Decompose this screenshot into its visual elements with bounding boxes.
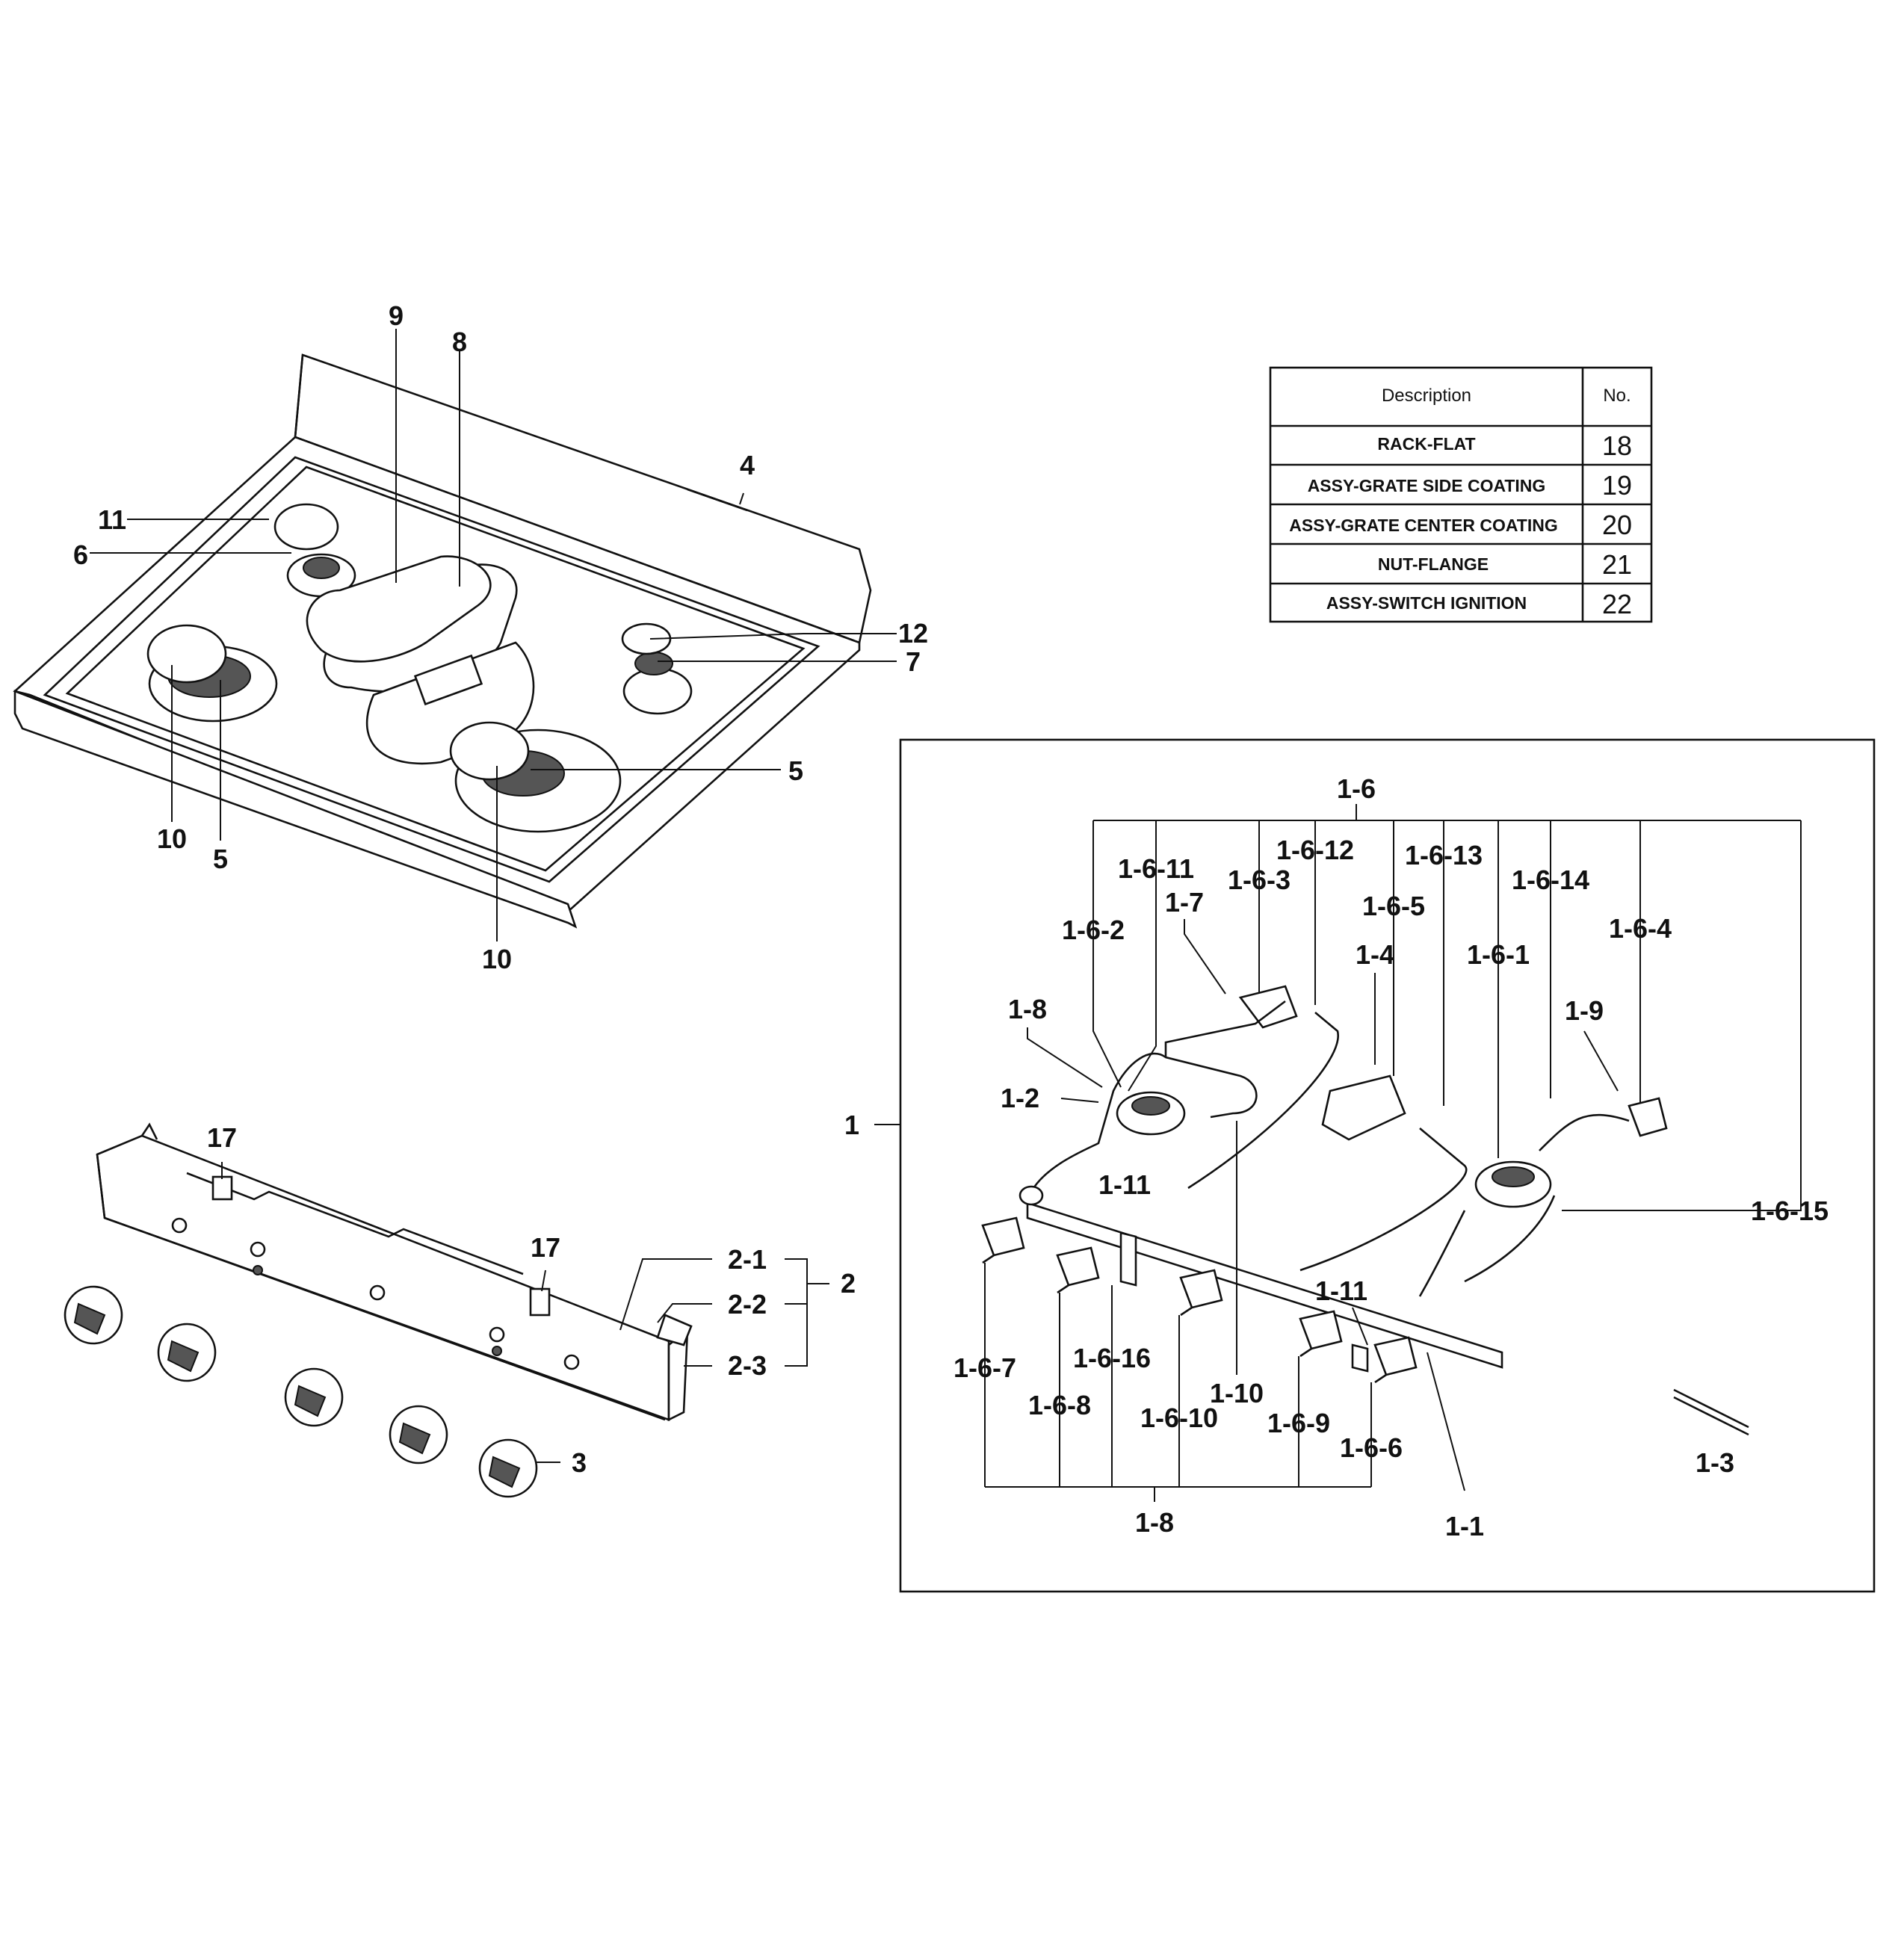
table-row-description: RACK-FLAT	[1377, 434, 1475, 454]
callout-1-6-16: 1-6-16	[1073, 1343, 1151, 1373]
callout-6: 6	[73, 539, 88, 570]
callout-1-10: 1-10	[1210, 1378, 1264, 1408]
callout-5-left: 5	[213, 844, 228, 874]
callout-1-6-1: 1-6-1	[1467, 939, 1530, 970]
callout-11: 11	[98, 504, 126, 535]
burner-cup-left	[1116, 1091, 1186, 1136]
callout-1-6-14: 1-6-14	[1512, 865, 1589, 895]
knob-4	[389, 1405, 448, 1465]
callout-1-6-15: 1-6-15	[1751, 1196, 1829, 1226]
parts-table: Description No. RACK-FLAT 18 ASSY-GRATE …	[1269, 366, 1653, 623]
cooktop-drawing	[13, 329, 897, 941]
callout-1-6-5: 1-6-5	[1362, 891, 1425, 921]
callout-5-right: 5	[788, 755, 803, 786]
burner-cup-right	[1474, 1160, 1552, 1208]
callout-1: 1	[844, 1110, 859, 1140]
callout-1-6-3: 1-6-3	[1228, 865, 1291, 895]
callout-1-6-10: 1-6-10	[1140, 1402, 1218, 1433]
valve-callouts: 1-6 1-6-11 1-6-12 1-6-13 1-6-3 1-6-14 1-…	[844, 773, 1829, 1541]
panel-callouts: 17 17 2-1 2-2 2-3 2 3	[207, 1122, 856, 1478]
callout-1-11-left: 1-11	[1098, 1169, 1151, 1200]
callout-9: 9	[389, 300, 404, 331]
callout-1-8-bottom: 1-8	[1135, 1507, 1174, 1538]
callout-2: 2	[841, 1268, 856, 1299]
callout-1-2: 1-2	[1001, 1083, 1039, 1113]
knob-2	[157, 1323, 217, 1382]
callout-2-1: 2-1	[728, 1244, 767, 1275]
table-row-description: ASSY-GRATE CENTER COATING	[1289, 516, 1558, 535]
callout-17-right: 17	[531, 1232, 560, 1263]
manifold-valve	[1056, 1246, 1100, 1294]
callout-1-6-7: 1-6-7	[953, 1352, 1016, 1383]
callout-8: 8	[452, 327, 467, 357]
table-row-description: ASSY-GRATE SIDE COATING	[1308, 476, 1546, 495]
callout-1-6-9: 1-6-9	[1267, 1408, 1330, 1438]
callout-3: 3	[572, 1447, 587, 1478]
callout-1-6-4: 1-6-4	[1609, 913, 1672, 944]
burner-left-rear	[273, 503, 356, 598]
callout-1-1: 1-1	[1445, 1511, 1484, 1541]
manifold-valve	[1179, 1269, 1223, 1317]
callout-17-left: 17	[207, 1122, 237, 1153]
control-panel-drawing	[64, 1122, 829, 1498]
callout-1-3: 1-3	[1696, 1447, 1734, 1478]
callout-1-6-12: 1-6-12	[1276, 835, 1354, 865]
callout-10-left: 10	[157, 823, 187, 854]
valve-assembly-drawing	[874, 804, 1802, 1502]
knob-1	[64, 1285, 123, 1345]
callout-1-8-top: 1-8	[1008, 994, 1047, 1024]
callout-1-6: 1-6	[1337, 773, 1376, 804]
callout-1-7: 1-7	[1165, 887, 1204, 918]
callout-1-6-13: 1-6-13	[1405, 840, 1483, 870]
callout-2-2: 2-2	[728, 1289, 767, 1320]
cooktop-callouts: 9 8 4 11 6 12 7 5 10 5 10	[73, 300, 928, 974]
burner-right-rear	[621, 622, 693, 715]
callout-7: 7	[906, 646, 921, 677]
table-row-description: NUT-FLANGE	[1378, 554, 1489, 574]
table-row-no: 20	[1602, 510, 1632, 540]
callout-4: 4	[740, 450, 755, 480]
callout-1-6-8: 1-6-8	[1028, 1390, 1091, 1420]
table-header-no: No.	[1603, 386, 1631, 406]
table-row-no: 19	[1602, 470, 1632, 501]
burner-left-front	[146, 624, 278, 723]
manifold-valve	[1373, 1336, 1418, 1384]
callout-1-11-right: 1-11	[1315, 1275, 1367, 1306]
callout-2-3: 2-3	[728, 1350, 767, 1381]
callout-10-bottom: 10	[482, 944, 512, 974]
table-row-no: 18	[1602, 430, 1632, 461]
table-row-description: ASSY-SWITCH IGNITION	[1326, 593, 1527, 613]
callout-1-6-11: 1-6-11	[1118, 853, 1194, 884]
table-header-description: Description	[1382, 386, 1471, 406]
table-row-no: 22	[1602, 589, 1632, 619]
manifold-valve	[1299, 1310, 1343, 1358]
manifold-valve	[981, 1216, 1025, 1264]
callout-1-4: 1-4	[1356, 939, 1394, 970]
callout-1-6-6: 1-6-6	[1340, 1432, 1403, 1463]
knob-5	[478, 1438, 538, 1498]
callout-1-6-2: 1-6-2	[1062, 915, 1125, 945]
knob-3	[284, 1367, 344, 1427]
valve-assembly-frame	[899, 738, 1876, 1593]
table-row-no: 21	[1602, 549, 1632, 580]
callout-12: 12	[898, 618, 928, 649]
callout-1-9: 1-9	[1565, 995, 1604, 1026]
